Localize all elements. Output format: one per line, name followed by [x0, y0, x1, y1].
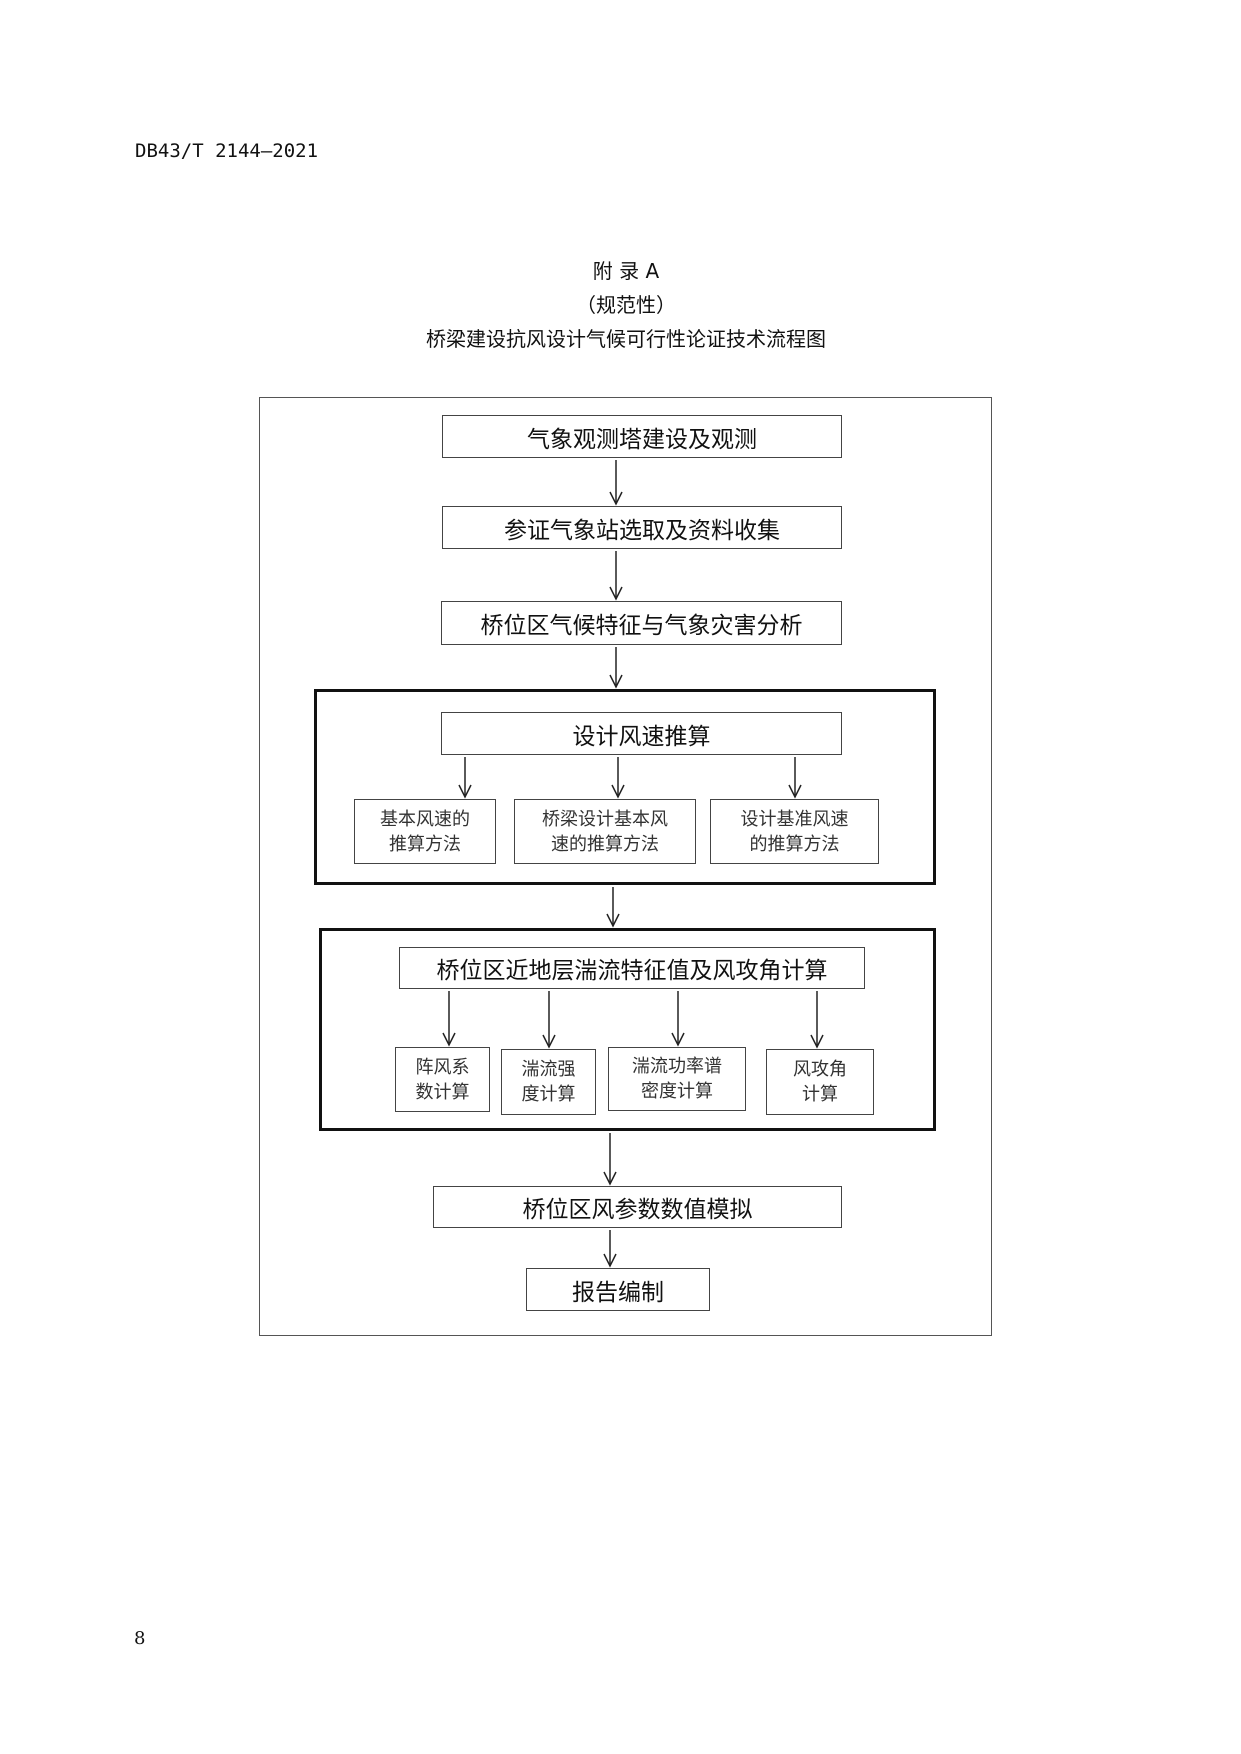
arrow: [603, 1133, 617, 1186]
step-numerical-simulation: 桥位区风参数数值模拟: [433, 1186, 842, 1228]
arrow: [542, 991, 556, 1049]
arrow: [788, 757, 802, 799]
step-reference-station: 参证气象站选取及资料收集: [442, 506, 842, 549]
line: 桥梁设计基本风: [542, 808, 668, 830]
gust-factor: 阵风系数计算: [395, 1047, 490, 1112]
group-turbulence: [319, 928, 936, 1131]
document-code: DB43/T 2144—2021: [135, 140, 319, 162]
turbulence-intensity: 湍流强度计算: [501, 1049, 596, 1115]
reference-wind-speed-method: 设计基准风速的推算方法: [710, 799, 879, 864]
line: 度计算: [521, 1084, 576, 1105]
line: 湍流强: [521, 1059, 576, 1080]
design-wind-speed-title: 设计风速推算: [441, 712, 842, 755]
group-design-wind-speed: [314, 689, 936, 885]
step-climate-analysis: 桥位区气候特征与气象灾害分析: [441, 601, 842, 645]
page-number: 8: [134, 1628, 146, 1649]
line: 密度计算: [641, 1081, 713, 1102]
basic-wind-speed-method: 基本风速的推算方法: [354, 799, 496, 864]
line: 数计算: [415, 1081, 470, 1103]
line: 速的推算方法: [551, 833, 659, 855]
arrow: [609, 551, 623, 601]
appendix-label: 附 录 A: [592, 259, 660, 283]
flowchart-frame: [259, 397, 992, 1336]
line: 阵风系: [415, 1056, 470, 1078]
bridge-basic-wind-speed-method: 桥梁设计基本风速的推算方法: [514, 799, 696, 864]
turbulence-title: 桥位区近地层湍流特征值及风攻角计算: [399, 947, 865, 989]
line: 基本风速的: [380, 808, 470, 830]
arrow: [606, 887, 620, 928]
wind-attack-angle: 风攻角计算: [766, 1049, 874, 1115]
appendix-title: 桥梁建设抗风设计气候可行性论证技术流程图: [426, 327, 826, 351]
line: 风攻角: [793, 1059, 847, 1080]
step-observation-tower: 气象观测塔建设及观测: [442, 415, 842, 458]
arrow: [442, 991, 456, 1047]
turbulence-spectrum: 湍流功率谱密度计算: [608, 1047, 746, 1111]
line: 推算方法: [389, 833, 461, 855]
arrow: [671, 991, 685, 1047]
appendix-nature: （规范性）: [576, 293, 676, 317]
step-report: 报告编制: [526, 1268, 710, 1311]
arrow: [609, 460, 623, 506]
arrow: [810, 991, 824, 1049]
line: 计算: [802, 1084, 838, 1105]
arrow: [609, 647, 623, 689]
arrow: [603, 1230, 617, 1268]
line: 的推算方法: [749, 833, 840, 855]
line: 湍流功率谱: [632, 1056, 722, 1077]
arrow: [611, 757, 625, 799]
line: 设计基准风速: [740, 808, 849, 830]
arrow: [458, 757, 472, 799]
